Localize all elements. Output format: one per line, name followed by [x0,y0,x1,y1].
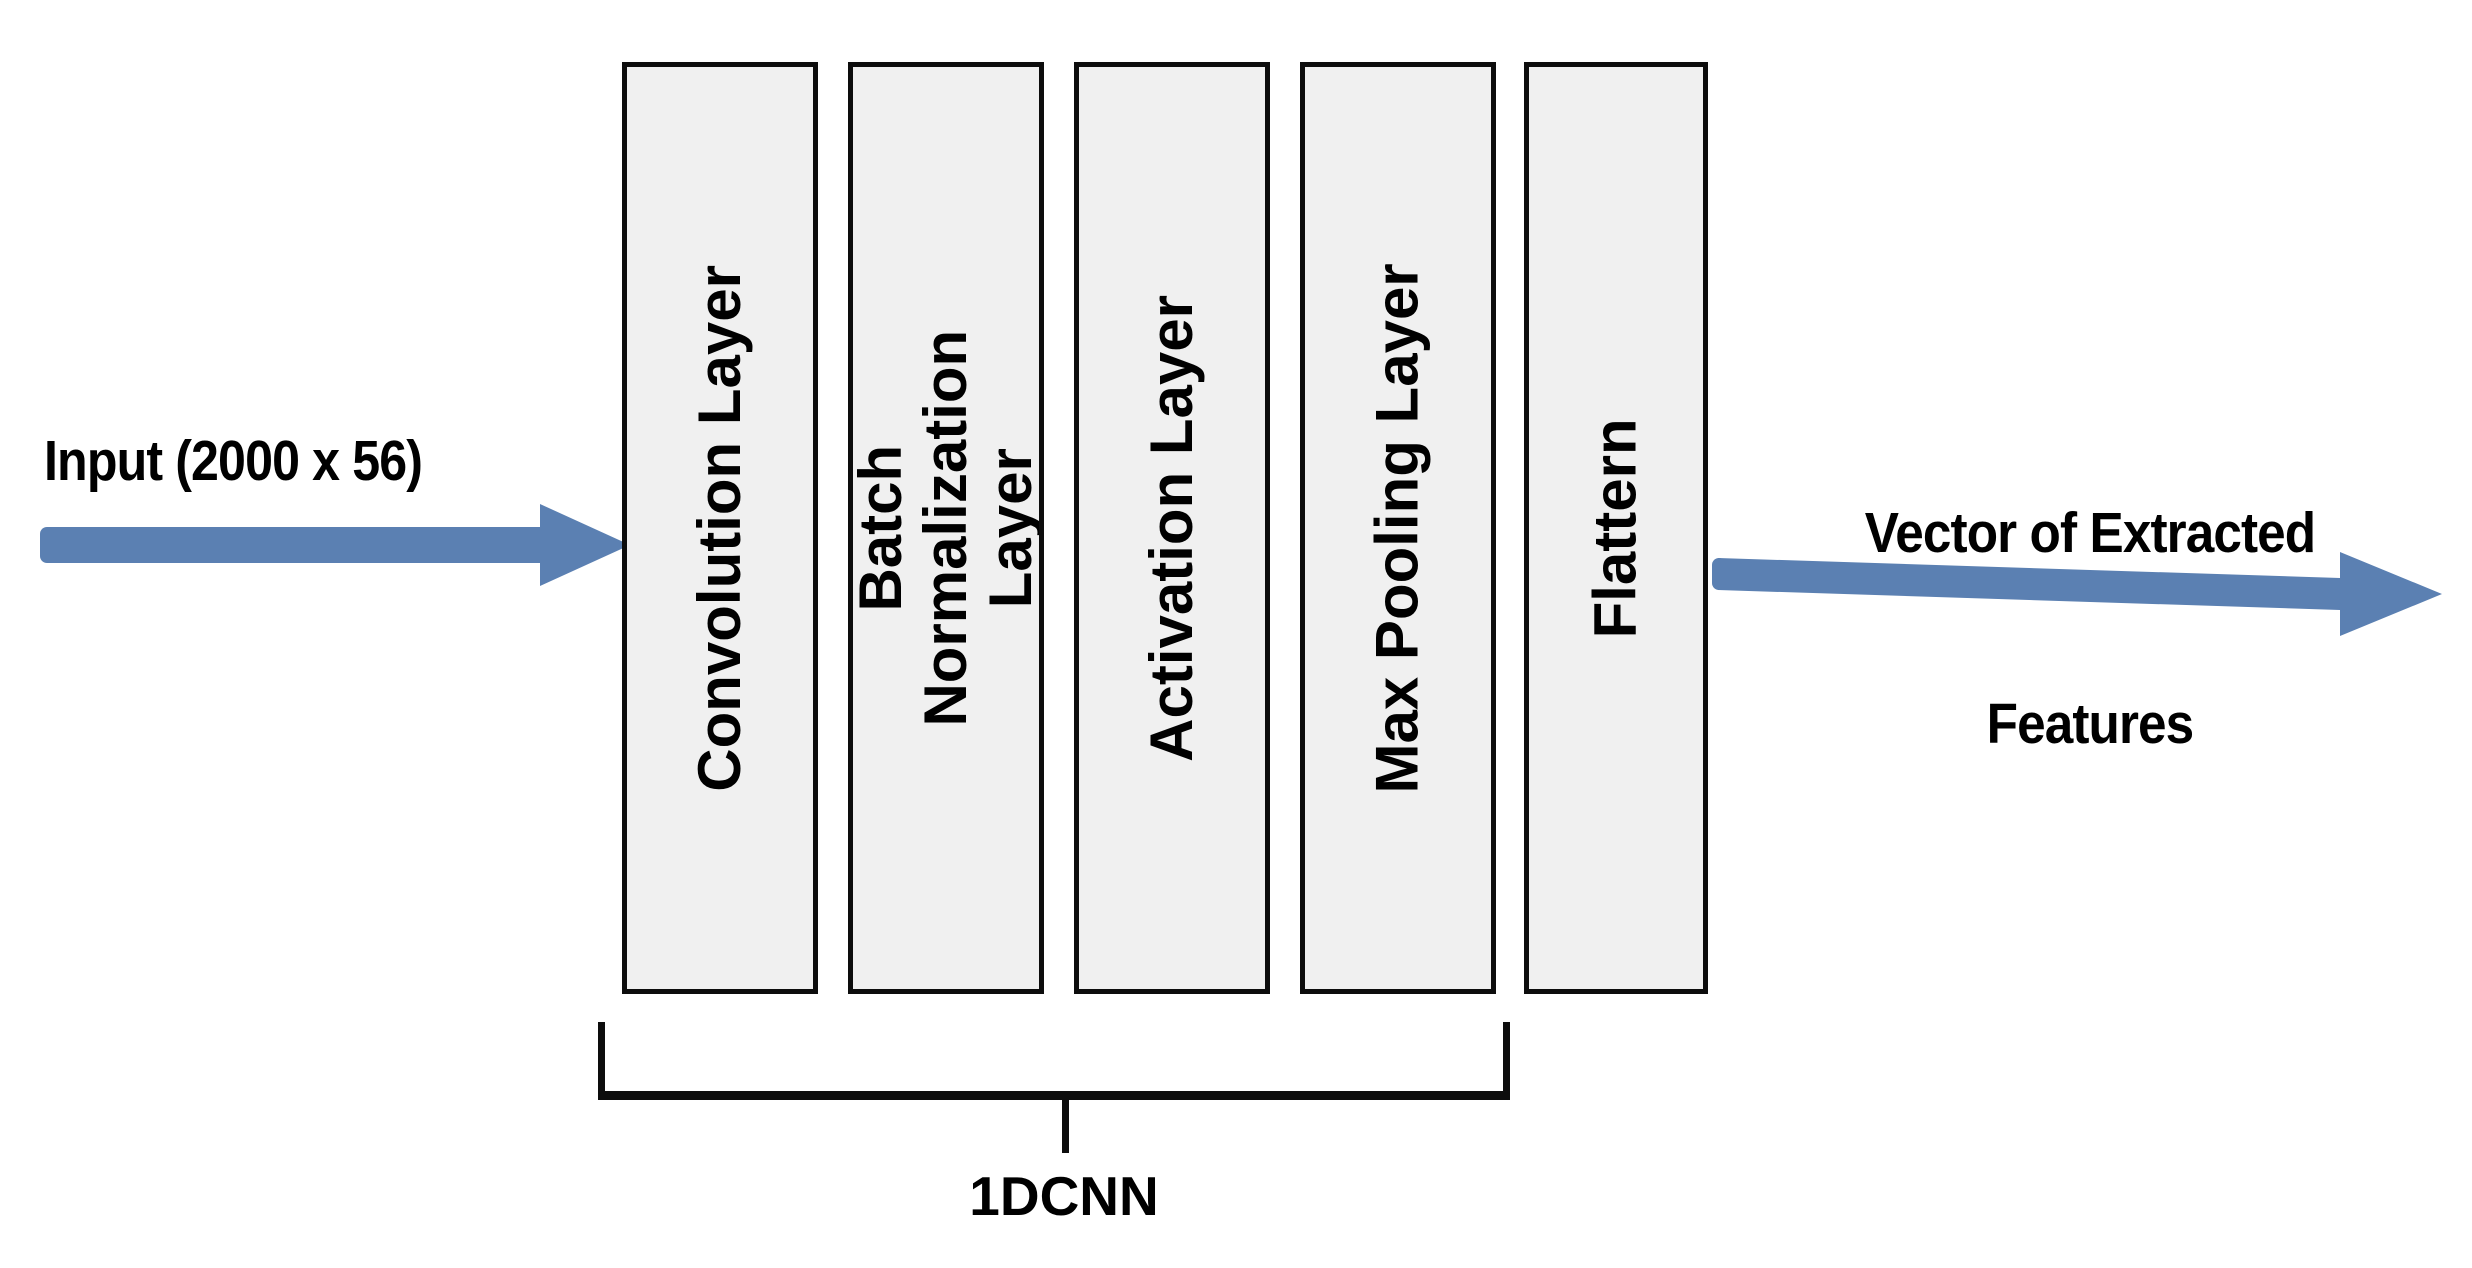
layer-label-max-pooling-layer: Max Pooling Layer [1363,262,1431,794]
output-label: Vector of Extracted Features [1760,374,2420,885]
layer-box-activation-layer[interactable]: Activation Layer [1074,62,1270,994]
bracket-right-tick [1503,1022,1510,1100]
bracket-stem [1062,1091,1069,1153]
input-label: Input (2000 x 56) [44,429,423,493]
layer-box-convolution-layer[interactable]: Convolution Layer [622,62,818,994]
layer-label-flattern: Flattern [1581,417,1649,639]
layer-label-activation-layer: Activation Layer [1137,294,1205,762]
group-label-1dcnn: 1DCNN [969,1165,1159,1227]
layer-label-batch-normalization-layer: Batch Normalization Layer [848,329,1044,727]
layer-label-convolution-layer: Convolution Layer [685,264,753,792]
layer-box-flattern[interactable]: Flattern [1524,62,1708,994]
output-label-line1: Vector of Extracted [1864,500,2316,565]
output-arrow [1712,552,2442,636]
layer-box-max-pooling-layer[interactable]: Max Pooling Layer [1300,62,1496,994]
input-arrow [40,504,630,586]
bracket-base-line [598,1091,1510,1100]
layer-box-batch-normalization-layer[interactable]: Batch Normalization Layer [848,62,1044,994]
bracket-left-tick [598,1022,605,1100]
output-label-line2: Features [1986,692,2195,757]
grouping-bracket [598,1022,1510,1100]
